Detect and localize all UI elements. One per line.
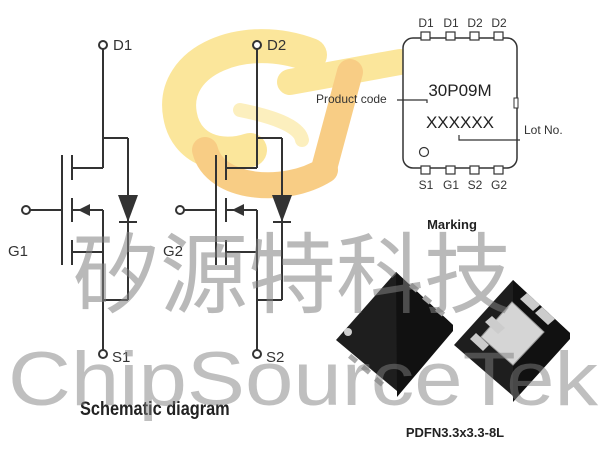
package-top-view — [336, 272, 453, 397]
drain-1-label: D1 — [113, 37, 132, 54]
gate-1-label: G1 — [8, 243, 28, 260]
product-code-marking: 30P09M — [428, 81, 491, 100]
brand-logo-watermark — [162, 29, 413, 199]
chinese-watermark: 矽源特科技 — [72, 226, 512, 325]
gate-2-label: G2 — [163, 243, 183, 260]
package-pin1-dot — [344, 328, 352, 336]
source-1-terminal — [98, 349, 108, 359]
drain-2-terminal — [252, 40, 262, 50]
product-code-label: Product code — [316, 92, 387, 106]
bottom-pin-label: G2 — [491, 178, 507, 192]
bottom-pin-label: G1 — [443, 178, 459, 192]
top-pin-label: D2 — [491, 16, 507, 30]
bottom-pin-pads — [420, 165, 504, 175]
marking-package-outline — [402, 31, 519, 175]
mosfet-2-channel-arrow — [232, 204, 244, 216]
side-tab — [513, 97, 519, 109]
bottom-pin-labels: S1 G1 S2 G2 — [419, 178, 508, 192]
source-2-label: S2 — [266, 349, 284, 366]
marking-caption: Marking — [427, 217, 477, 232]
top-pin-label: D1 — [418, 16, 434, 30]
mosfet-1-channel-arrow — [78, 204, 90, 216]
top-pin-label: D2 — [467, 16, 483, 30]
bottom-pin-label: S1 — [419, 178, 434, 192]
bottom-pin-label: S2 — [468, 178, 483, 192]
mosfet-2-body-diode — [272, 195, 292, 222]
top-pin-label: D1 — [443, 16, 459, 30]
package-bottom-view — [454, 280, 570, 402]
english-watermark: ChipSourceTek — [8, 337, 599, 422]
lot-code-marking: XXXXXX — [426, 113, 494, 132]
package-caption: PDFN3.3x3.3-8L — [406, 425, 504, 440]
top-pin-labels: D1 D1 D2 D2 — [418, 16, 507, 30]
mosfet-1-body-diode — [118, 195, 138, 222]
schematic-caption: Schematic diagram — [80, 398, 230, 419]
pin1-indicator-dot — [418, 146, 430, 158]
mosfet-2-symbol — [175, 40, 291, 359]
gate-1-terminal — [21, 205, 31, 215]
source-2-terminal — [252, 349, 262, 359]
drain-1-terminal — [98, 40, 108, 50]
source-1-label: S1 — [112, 349, 130, 366]
marking-callout-lines — [397, 99, 520, 141]
drain-2-label: D2 — [267, 37, 286, 54]
gate-2-terminal — [175, 205, 185, 215]
top-pin-pads — [420, 31, 504, 41]
lot-number-label: Lot No. — [524, 123, 563, 137]
